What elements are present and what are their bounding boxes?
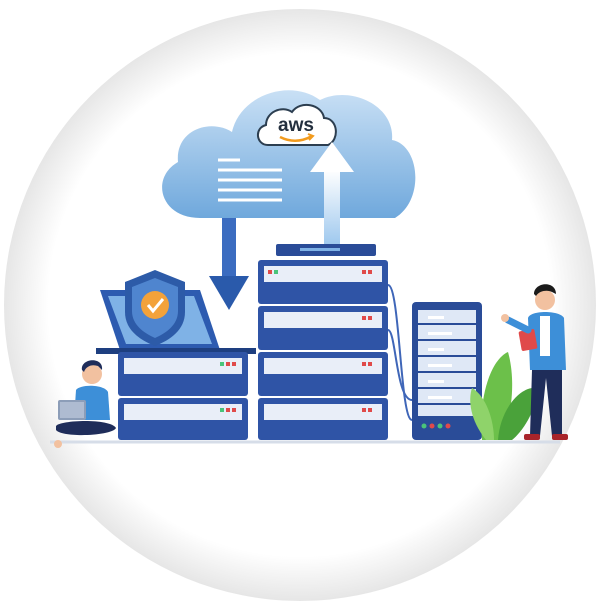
plant-illustration <box>470 352 538 440</box>
aws-logo-text: aws <box>278 115 314 136</box>
server-rack-icon <box>412 302 482 440</box>
cloud-icon <box>162 90 416 218</box>
server-unit <box>118 398 248 440</box>
server-unit <box>258 398 388 440</box>
aws-logo: aws <box>257 103 337 146</box>
sitting-person <box>54 360 116 448</box>
standing-person <box>501 284 568 440</box>
upload-arrow-icon <box>310 142 354 245</box>
laptop-small-icon <box>58 400 86 420</box>
server-unit <box>258 352 388 396</box>
server-unit <box>258 306 388 350</box>
server-unit <box>118 352 248 396</box>
background-circle <box>4 9 596 601</box>
server-stack-left <box>118 352 248 440</box>
server-stack-right <box>258 244 413 440</box>
cloud-text-lines <box>218 158 282 202</box>
download-arrow-icon <box>209 218 249 310</box>
server-unit <box>258 260 388 304</box>
shield-check-icon <box>125 270 185 346</box>
